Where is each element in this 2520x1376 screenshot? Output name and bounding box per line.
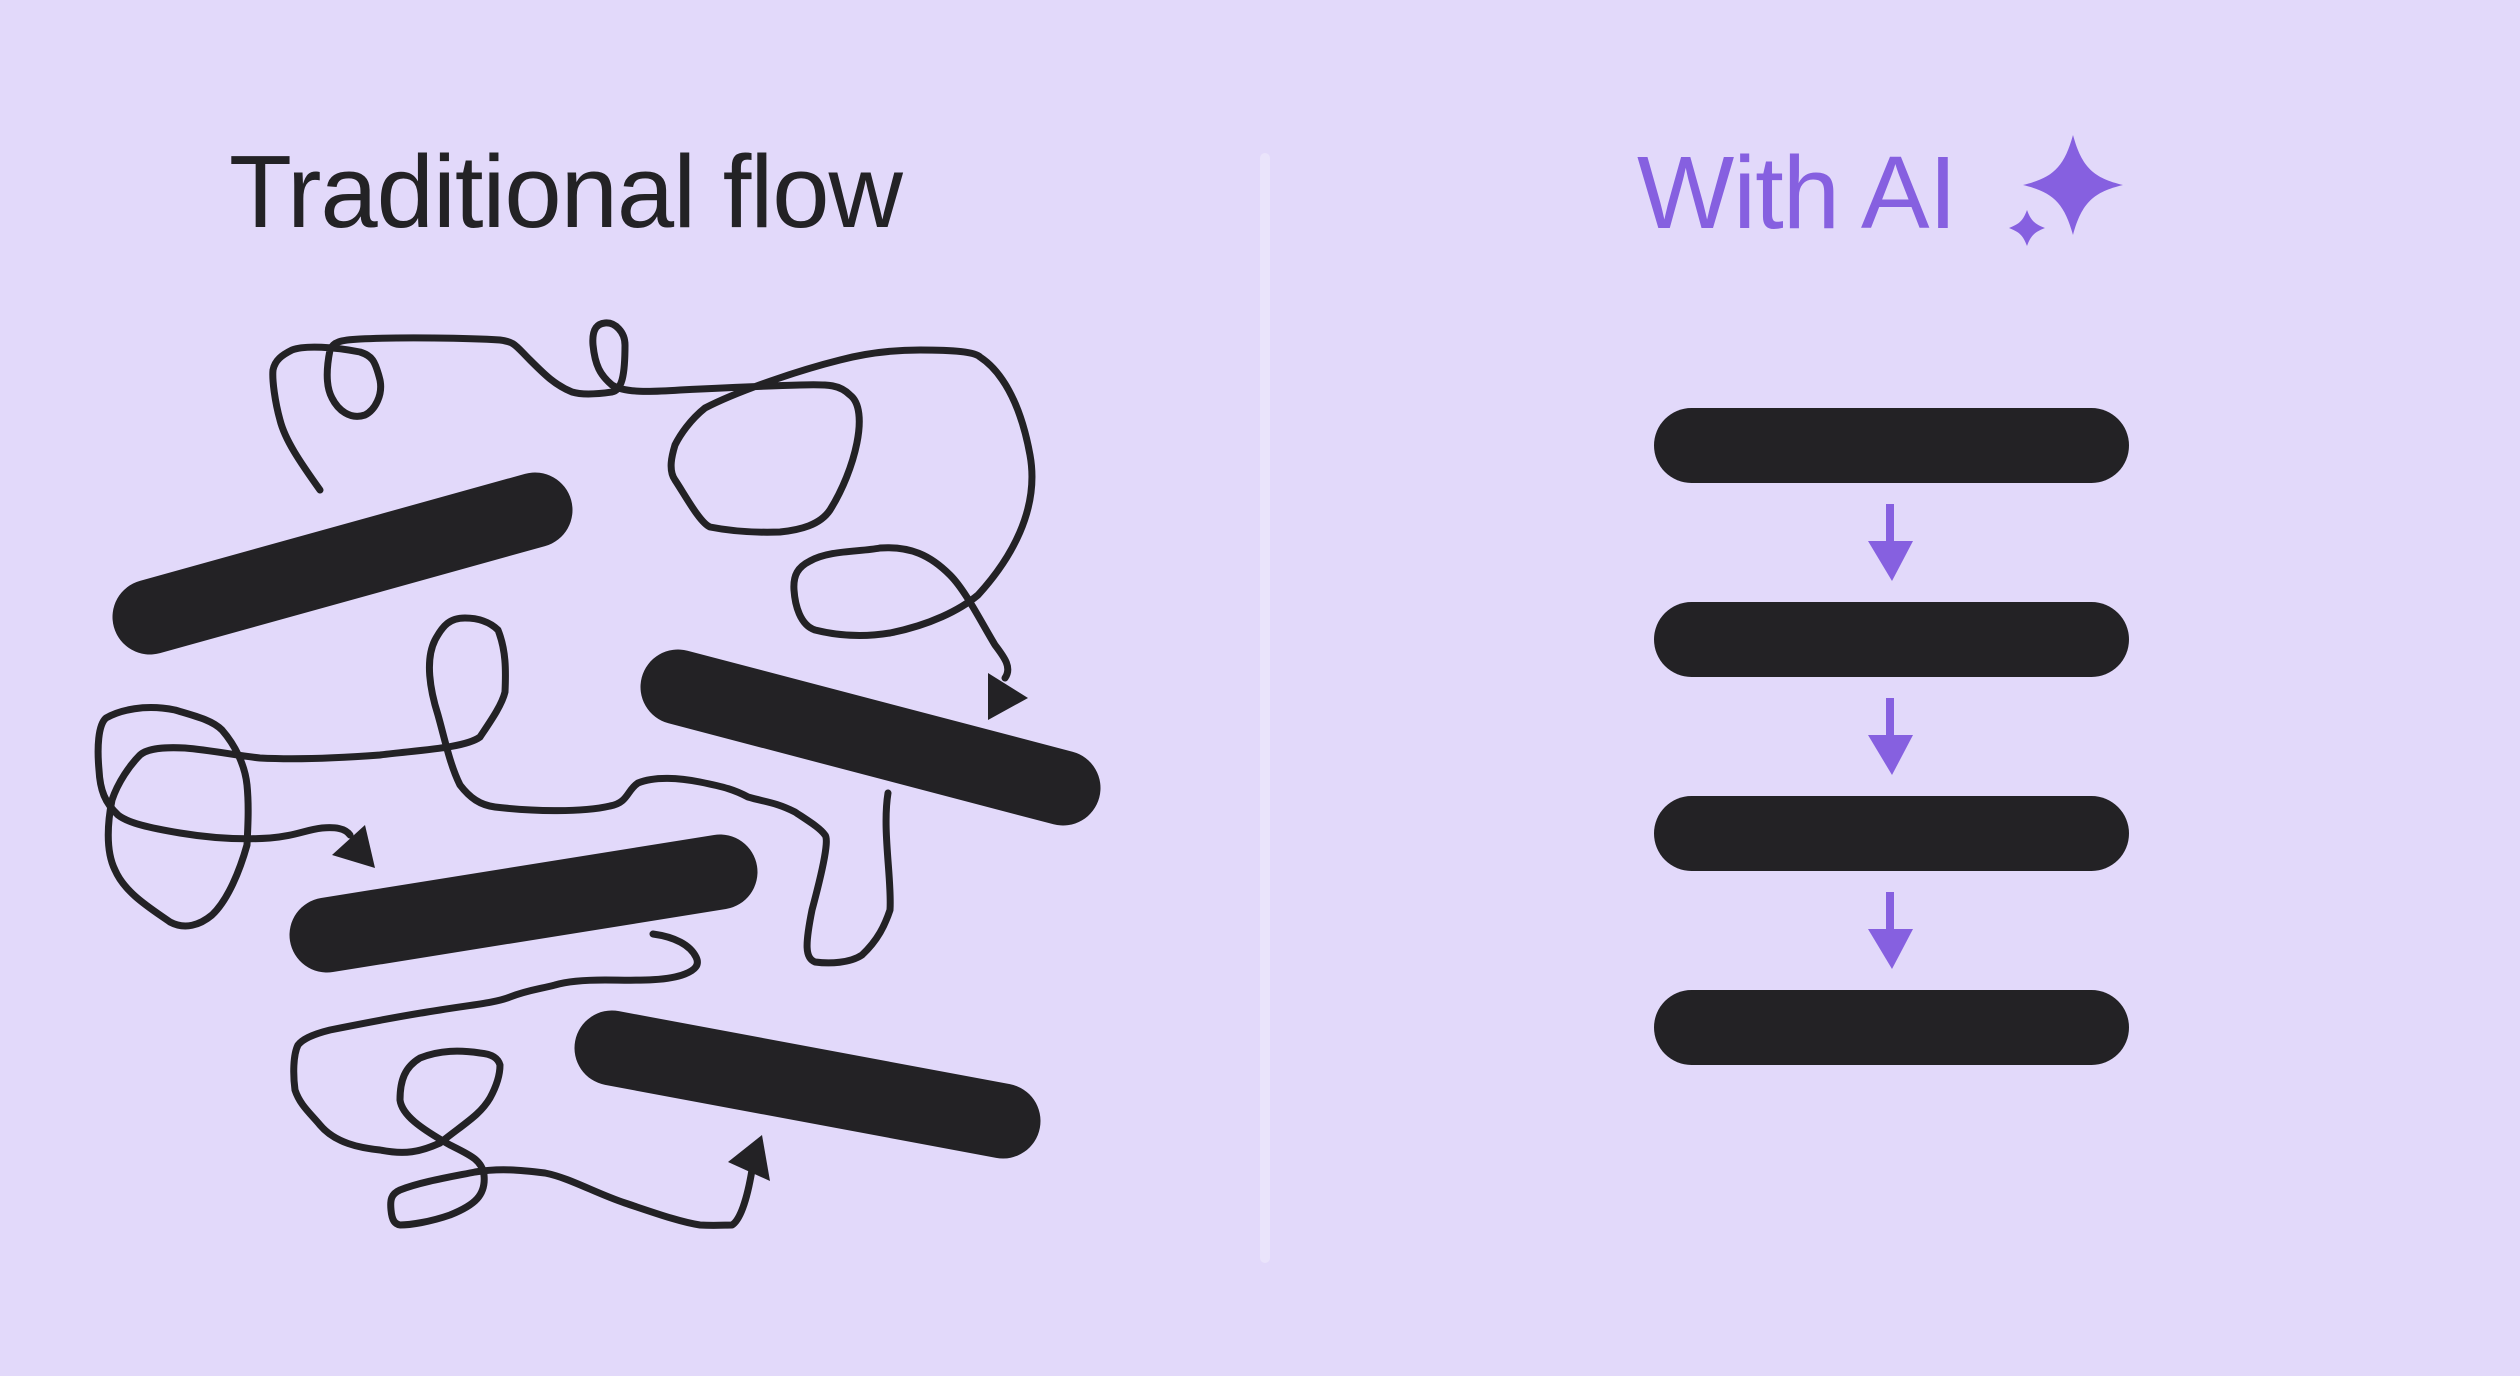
arrowhead-1 [988,673,1028,720]
down-arrow-icon-3 [1868,892,1913,969]
down-arrow-icon-2 [1868,698,1913,775]
step-bar-2 [640,649,1101,826]
arrowhead-2 [332,825,375,868]
ai-step-bar-3 [1654,796,2129,871]
arrowhead-3 [728,1135,770,1181]
ai-step-bar-4 [1654,990,2129,1065]
traditional-flow-title: Traditional flow [229,134,903,249]
step-bar-4 [574,1010,1041,1159]
tangled-arrow-2 [94,614,894,967]
ai-step-bar-1 [1654,408,2129,483]
tangled-arrow-1 [269,319,1036,682]
with-ai-title: With AI [1637,135,1957,250]
down-arrow-icon-1 [1868,504,1913,581]
ai-step-bar-2 [1654,602,2129,677]
tangled-arrow-3 [290,930,756,1229]
step-bar-3 [289,834,758,973]
step-bar-1 [112,472,573,655]
panel-divider [1260,153,1270,1263]
